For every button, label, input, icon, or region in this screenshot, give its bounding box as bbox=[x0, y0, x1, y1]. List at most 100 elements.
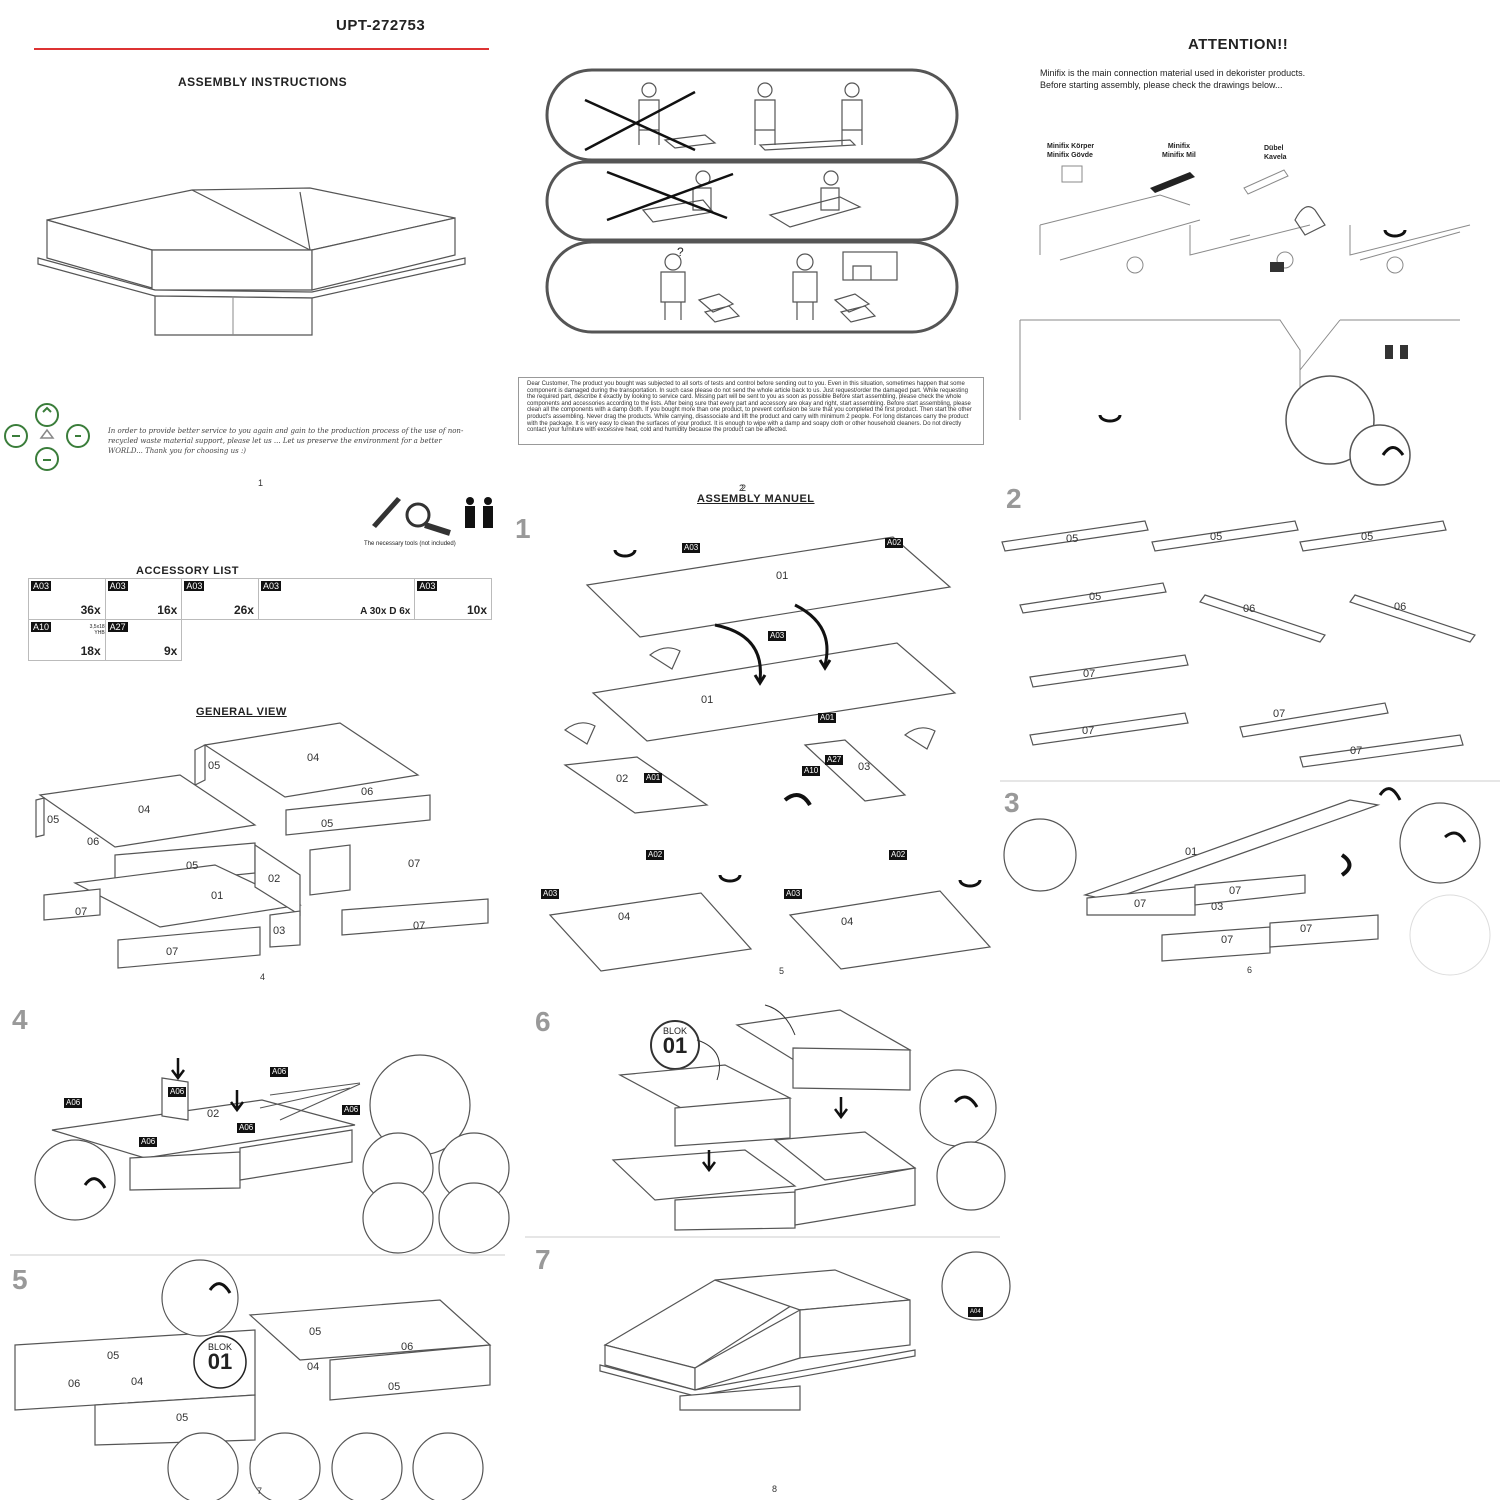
part-label: 05 bbox=[208, 760, 221, 772]
page-6: 2 3 05 05 05 05 06 06 07 0 bbox=[1000, 483, 1500, 990]
step-number: 1 bbox=[515, 513, 531, 544]
page-number: 6 bbox=[1247, 965, 1253, 975]
part-label: 06 bbox=[1243, 603, 1256, 615]
part-label: 05 bbox=[1089, 591, 1102, 603]
part-label: 03 bbox=[1211, 901, 1224, 913]
attention-line2: Before starting assembly, please check t… bbox=[1040, 80, 1283, 90]
part-label: 07 bbox=[75, 906, 88, 918]
page-title: ASSEMBLY INSTRUCTIONS bbox=[178, 75, 348, 89]
part-tag: A03 bbox=[768, 631, 787, 641]
part-label: 07 bbox=[1229, 885, 1242, 897]
part-tag: A06 bbox=[237, 1123, 256, 1133]
step-number: 4 bbox=[12, 1004, 28, 1035]
step2-step3-diagram bbox=[1000, 520, 1500, 976]
part-label: 03 bbox=[858, 761, 871, 773]
part-tag: A04 bbox=[968, 1307, 983, 1317]
part-tag: A03 bbox=[541, 889, 560, 899]
part-label: 01 bbox=[701, 694, 714, 706]
page-1: UPT-272753 ASSEMBLY INSTRUCTIONS In orde… bbox=[0, 0, 515, 495]
part-label: 06 bbox=[361, 786, 374, 798]
step4-step5-diagram bbox=[10, 1054, 510, 1500]
part-label: 07 bbox=[1221, 934, 1234, 946]
part-tag: A01 bbox=[644, 773, 663, 783]
part-tag: A06 bbox=[342, 1105, 361, 1115]
part-label: 05 bbox=[321, 818, 334, 830]
tools-icons bbox=[372, 497, 493, 536]
top-page-label: 2 bbox=[741, 483, 747, 493]
part-label: 07 bbox=[413, 920, 426, 932]
table-illustration bbox=[37, 187, 466, 336]
attention-title: ATTENTION!! bbox=[1188, 36, 1289, 53]
part-label: 04 bbox=[307, 1361, 320, 1373]
step-number: 7 bbox=[535, 1244, 551, 1275]
part-tag: A02 bbox=[889, 850, 908, 860]
assembly-manuel-title: ASSEMBLY MANUEL bbox=[697, 493, 815, 505]
blok-badge: BLOK 01 bbox=[207, 1342, 233, 1374]
part-label: 04 bbox=[131, 1376, 144, 1388]
part-label: 05 bbox=[1066, 533, 1079, 545]
page-7: 4 5 A06 A06 A06 02 A06 A bbox=[0, 990, 515, 1500]
step-number: 6 bbox=[535, 1006, 551, 1037]
blok-badge: BLOK 01 bbox=[650, 1020, 700, 1070]
handling-warnings: ? bbox=[545, 68, 959, 334]
part-label: 05 bbox=[107, 1350, 120, 1362]
page-5: 1 2 ASSEMBLY MANUEL A03 A02 01 A03 01 A0… bbox=[515, 483, 1000, 990]
part-label: 05 bbox=[47, 814, 60, 826]
part-label: 07 bbox=[1083, 668, 1096, 680]
minifix-diagrams bbox=[1019, 165, 1471, 486]
part-label: 02 bbox=[616, 773, 629, 785]
part-label: 04 bbox=[307, 752, 320, 764]
page-number: 2 bbox=[739, 483, 745, 493]
page-number: 4 bbox=[260, 972, 266, 982]
part-label: 01 bbox=[1185, 846, 1198, 858]
product-code: UPT-272753 bbox=[336, 17, 426, 34]
part-label: 03 bbox=[273, 925, 286, 937]
part-label: 07 bbox=[408, 858, 421, 870]
part-label: 05 bbox=[309, 1326, 322, 1338]
page-number: 7 bbox=[257, 1486, 263, 1496]
part-label: 06 bbox=[1394, 601, 1407, 613]
part-tag: A03 bbox=[682, 543, 701, 553]
page-number: 8 bbox=[772, 1484, 778, 1494]
part-label: 07 bbox=[1134, 898, 1147, 910]
step6-step7-diagram bbox=[525, 1004, 1011, 1411]
part-label: 01 bbox=[776, 570, 789, 582]
part-label: 02 bbox=[207, 1108, 220, 1120]
part-tag: A10 bbox=[802, 766, 821, 776]
part-tag: A06 bbox=[64, 1098, 83, 1108]
part-tag: A06 bbox=[270, 1067, 289, 1077]
part-label: 06 bbox=[68, 1378, 81, 1390]
page-2: ? Dear Customer, The product you bought … bbox=[515, 0, 1000, 495]
attention-line1: Minifix is the main connection material … bbox=[1040, 68, 1306, 78]
eco-text: In order to provide better service to yo… bbox=[108, 427, 464, 455]
step-number: 3 bbox=[1004, 787, 1020, 818]
recycle-icon bbox=[4, 403, 90, 471]
part-tag: A01 bbox=[818, 713, 837, 723]
part-label: 02 bbox=[268, 873, 281, 885]
part-tag: A02 bbox=[646, 850, 665, 860]
page-3: ATTENTION!! Minifix is the main connecti… bbox=[1000, 0, 1500, 495]
page-8: 6 7 BLOK 01 A04 bbox=[515, 990, 1015, 1500]
general-view-title: GENERAL VIEW bbox=[196, 706, 287, 718]
part-tag: A27 bbox=[825, 755, 844, 765]
part-label: 05 bbox=[388, 1381, 401, 1393]
part-tag: A03 bbox=[784, 889, 803, 899]
accessory-title: ACCESSORY LIST bbox=[136, 565, 239, 577]
part-tag: A06 bbox=[139, 1137, 158, 1147]
part-label: 05 bbox=[176, 1412, 189, 1424]
svg-text:?: ? bbox=[677, 245, 684, 259]
red-rule bbox=[34, 48, 489, 50]
part-tag: A02 bbox=[885, 538, 904, 548]
step-number: 2 bbox=[1006, 483, 1022, 514]
part-label: 05 bbox=[186, 860, 199, 872]
part-tag: A06 bbox=[168, 1087, 187, 1097]
part-label: 06 bbox=[87, 836, 100, 848]
part-label: 07 bbox=[1350, 745, 1363, 757]
